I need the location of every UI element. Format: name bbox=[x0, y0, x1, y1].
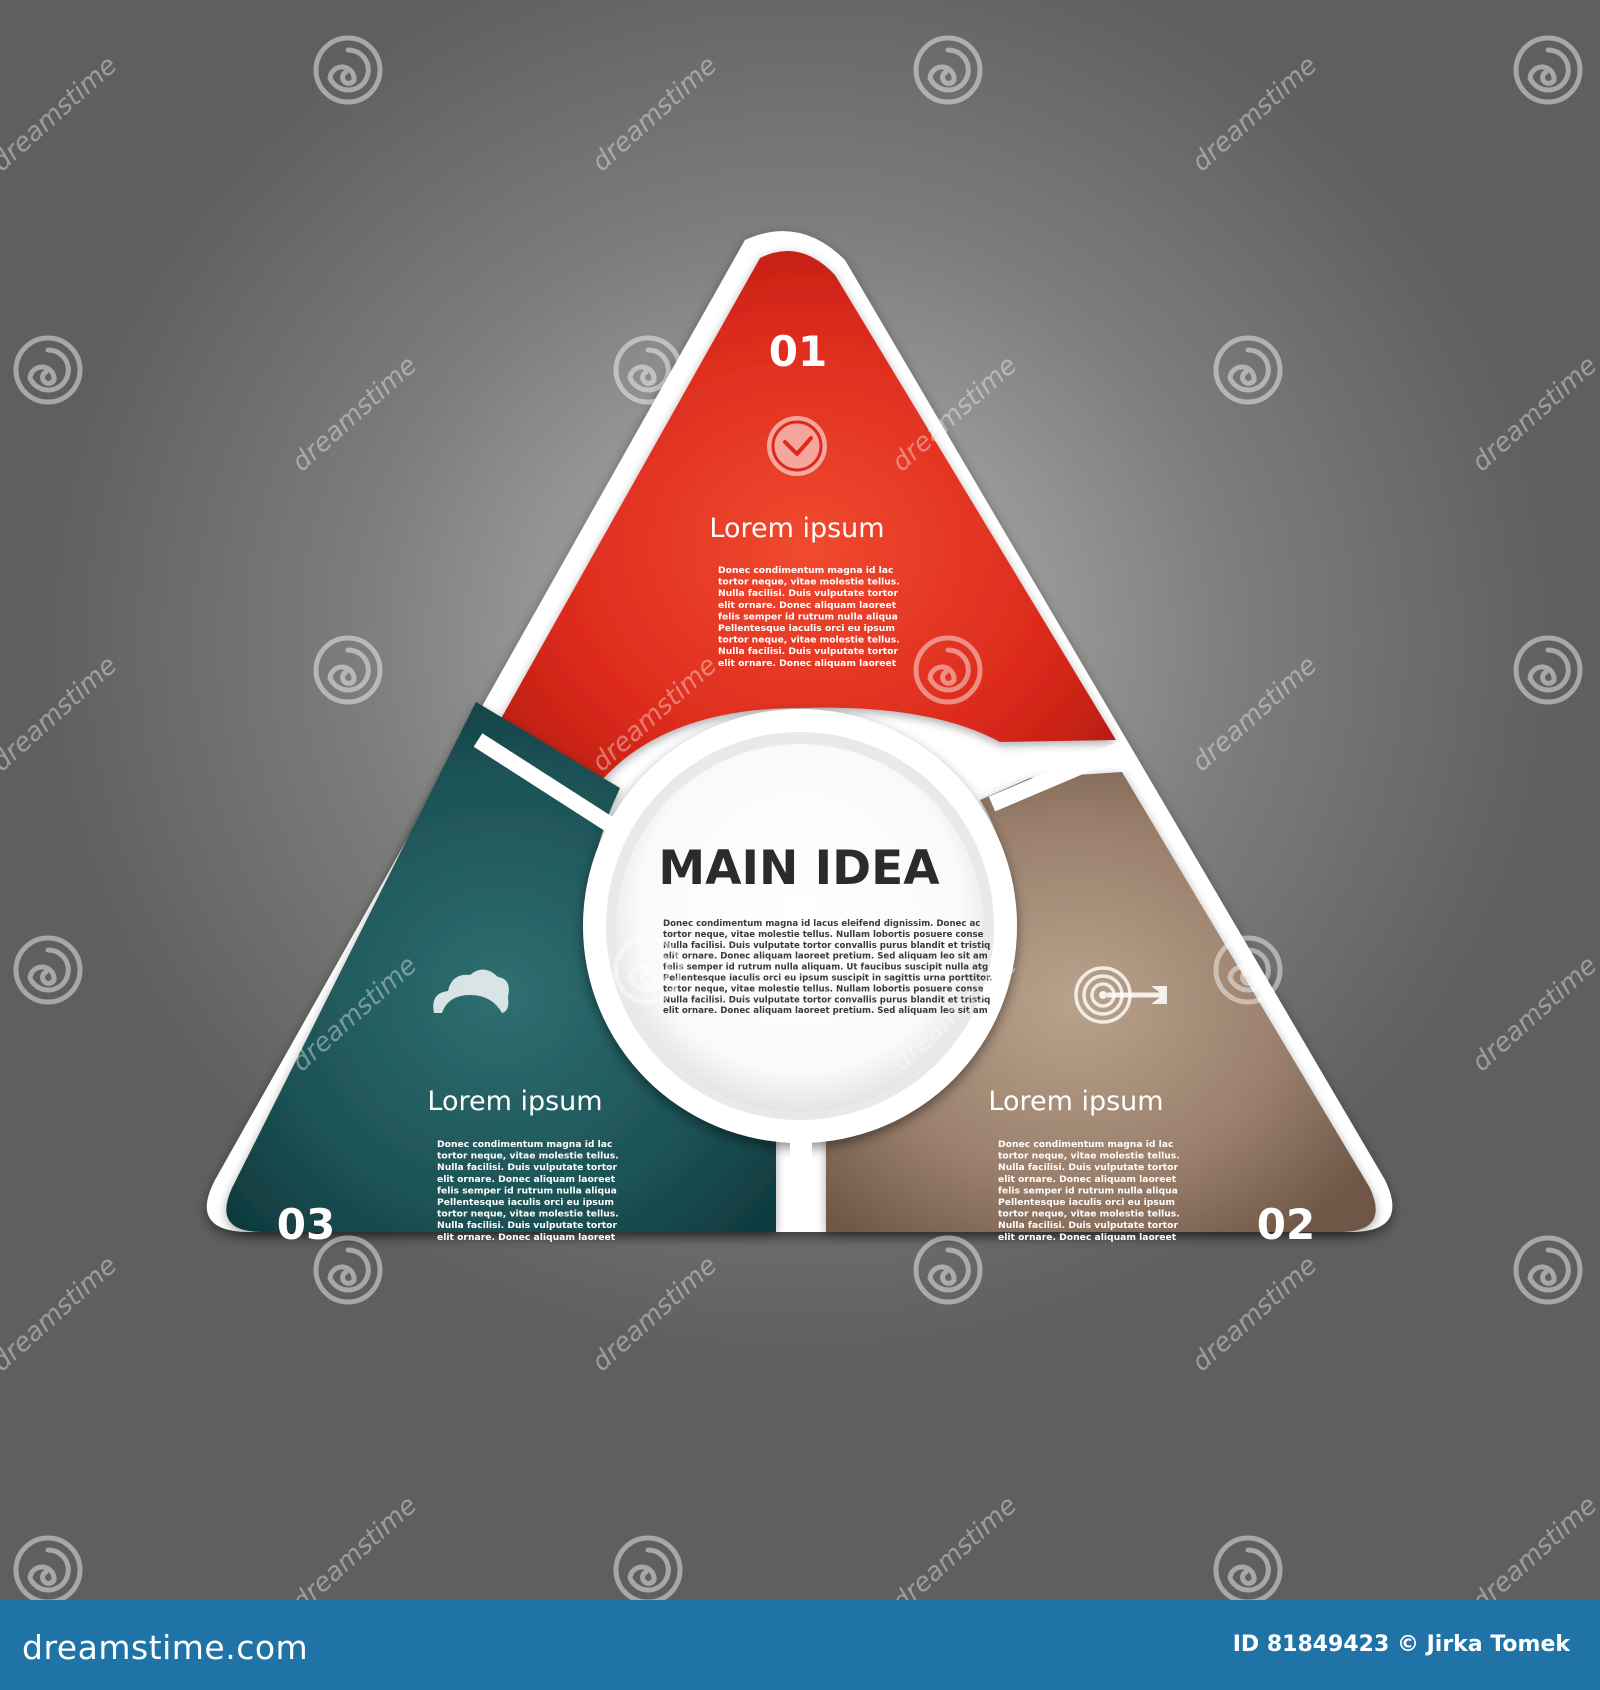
spiral-logo-icon bbox=[13, 1535, 83, 1600]
watermark-word: dreamstime bbox=[1466, 350, 1600, 477]
body-line: elit ornare. Donec aliquam laoreet preti… bbox=[663, 1006, 988, 1016]
watermark-word: dreamstime bbox=[586, 50, 723, 177]
spiral-logo-icon bbox=[1213, 935, 1283, 1005]
spiral-logo-icon bbox=[913, 35, 983, 105]
body-line: Nulla facilisi. Duis vulputate tortor bbox=[437, 1162, 617, 1173]
body-line: Nulla facilisi. Duis vulputate tortor bbox=[718, 588, 898, 599]
body-line: Nulla facilisi. Duis vulputate tortor bbox=[437, 1220, 617, 1231]
body-line: Donec condimentum magna id lac bbox=[998, 1139, 1173, 1150]
spiral-logo-icon bbox=[313, 635, 383, 705]
body-line: Donec condimentum magna id lac bbox=[718, 565, 893, 576]
watermark-word: dreamstime bbox=[286, 350, 423, 477]
spiral-logo-icon bbox=[613, 335, 683, 405]
segment-03-heading: Lorem ipsum bbox=[427, 1086, 602, 1117]
spiral-logo-icon bbox=[1513, 635, 1583, 705]
separator-left bbox=[473, 733, 617, 833]
body-line: Pellentesque iaculis orci eu ipsum bbox=[998, 1197, 1175, 1208]
segment-02-number: 02 bbox=[1257, 1200, 1315, 1249]
body-line: felis semper id rutrum nulla aliqua bbox=[998, 1185, 1178, 1196]
spiral-logo-icon bbox=[13, 935, 83, 1005]
body-line: elit ornare. Donec aliquam laoreet preti… bbox=[663, 952, 988, 962]
body-line: elit ornare. Donec aliquam laoreet bbox=[998, 1232, 1177, 1243]
segment-01-shape bbox=[498, 250, 1116, 789]
body-line: tortor neque, vitae molestie tellus. bbox=[437, 1151, 619, 1162]
body-line: elit ornare. Donec aliquam laoreet bbox=[718, 658, 897, 669]
target-icon bbox=[1074, 966, 1167, 1024]
watermark-word: dreamstime bbox=[0, 50, 123, 177]
watermark-word: dreamstime bbox=[1466, 950, 1600, 1077]
body-line: tortor neque, vitae molestie tellus. bbox=[998, 1151, 1180, 1162]
body-line: tortor neque, vitae molestie tellus. bbox=[437, 1209, 619, 1220]
watermark-word: dreamstime bbox=[586, 1250, 723, 1377]
body-line: tortor neque, vitae molestie tellus. bbox=[718, 635, 900, 646]
body-line: Pellentesque iaculis orci eu ipsum bbox=[437, 1197, 614, 1208]
body-line: Donec condimentum magna id lacus eleifen… bbox=[663, 919, 980, 929]
body-line: elit ornare. Donec aliquam laoreet bbox=[437, 1174, 616, 1185]
main-idea-body: Donec condimentum magna id lacus eleifen… bbox=[663, 919, 992, 1016]
spiral-logo-icon bbox=[913, 635, 983, 705]
body-line: Donec condimentum magna id lac bbox=[437, 1139, 612, 1150]
body-line: Pellentesque iaculis orci eu ipsum susci… bbox=[663, 974, 992, 984]
body-line: tortor neque, vitae molestie tellus. bbox=[998, 1209, 1180, 1220]
body-line: felis semper id rutrum nulla aliqua bbox=[718, 611, 898, 622]
body-line: Nulla facilisi. Duis vulputate tortor bbox=[998, 1162, 1178, 1173]
watermark-word: dreamstime bbox=[1186, 50, 1323, 177]
segment-02-shape bbox=[826, 772, 1376, 1232]
spiral-logo-icon bbox=[313, 1235, 383, 1305]
watermark-word: dreamstime bbox=[0, 1250, 123, 1377]
spiral-logo-icon bbox=[1513, 1235, 1583, 1305]
spiral-logo-icon bbox=[13, 335, 83, 405]
segment-03-shape bbox=[226, 702, 776, 1232]
body-line: felis semper id rutrum nulla aliqua bbox=[437, 1185, 617, 1196]
body-line: felis semper id rutrum nulla aliquam. Ut… bbox=[663, 963, 988, 973]
body-line: Nulla facilisi. Duis vulputate tortor co… bbox=[663, 941, 990, 951]
watermark-word: dreamstime bbox=[1186, 1250, 1323, 1377]
spiral-logo-icon bbox=[1513, 35, 1583, 105]
separator-right bbox=[988, 740, 1128, 812]
cloud-icon bbox=[433, 969, 509, 1013]
watermark-word: dreamstime bbox=[286, 1490, 423, 1600]
watermark-word: dreamstime bbox=[886, 1490, 1023, 1600]
watermark-word: dreamstime bbox=[0, 650, 123, 777]
spiral-logo-icon bbox=[1213, 335, 1283, 405]
body-line: elit ornare. Donec aliquam laoreet bbox=[437, 1232, 616, 1243]
spiral-logo-icon bbox=[913, 1235, 983, 1305]
body-line: Nulla facilisi. Duis vulputate tortor bbox=[718, 646, 898, 657]
spiral-logo-icon bbox=[613, 1535, 683, 1600]
triangle-cycle-diagram: 01 Lorem ipsum Donec condimentum magna i… bbox=[0, 35, 1600, 1600]
spiral-logo-icon bbox=[613, 935, 683, 1005]
segment-01-heading: Lorem ipsum bbox=[709, 513, 884, 544]
body-line: Nulla facilisi. Duis vulputate tortor bbox=[998, 1220, 1178, 1231]
watermark-word: dreamstime bbox=[1186, 650, 1323, 777]
spiral-logo-icon bbox=[1213, 1535, 1283, 1600]
center-circle bbox=[616, 744, 984, 1112]
clock-icon bbox=[767, 416, 827, 476]
body-line: Nulla facilisi. Duis vulputate tortor co… bbox=[663, 995, 990, 1005]
watermark-word: dreamstime bbox=[1466, 1490, 1600, 1600]
footer-credit: ID 81849423 © Jirka Tomek bbox=[1232, 1632, 1570, 1657]
body-line: tortor neque, vitae molestie tellus. Nul… bbox=[663, 930, 984, 940]
segment-01-number: 01 bbox=[769, 327, 827, 376]
body-line: tortor neque, vitae molestie tellus. bbox=[718, 577, 900, 588]
segment-02-heading: Lorem ipsum bbox=[988, 1086, 1163, 1117]
body-line: Pellentesque iaculis orci eu ipsum bbox=[718, 623, 895, 634]
footer-site-logo: dreamstime.com bbox=[22, 1628, 309, 1667]
body-line: elit ornare. Donec aliquam laoreet bbox=[998, 1174, 1177, 1185]
diagram-canvas: 01 Lorem ipsum Donec condimentum magna i… bbox=[0, 0, 1600, 1600]
spiral-logo-icon bbox=[313, 35, 383, 105]
main-idea-title: MAIN IDEA bbox=[658, 841, 940, 896]
body-line: elit ornare. Donec aliquam laoreet bbox=[718, 600, 897, 611]
segment-03-number: 03 bbox=[277, 1200, 335, 1249]
body-line: tortor neque, vitae molestie tellus. Nul… bbox=[663, 984, 984, 994]
footer-bar: dreamstime.com ID 81849423 © Jirka Tomek bbox=[0, 1600, 1600, 1690]
